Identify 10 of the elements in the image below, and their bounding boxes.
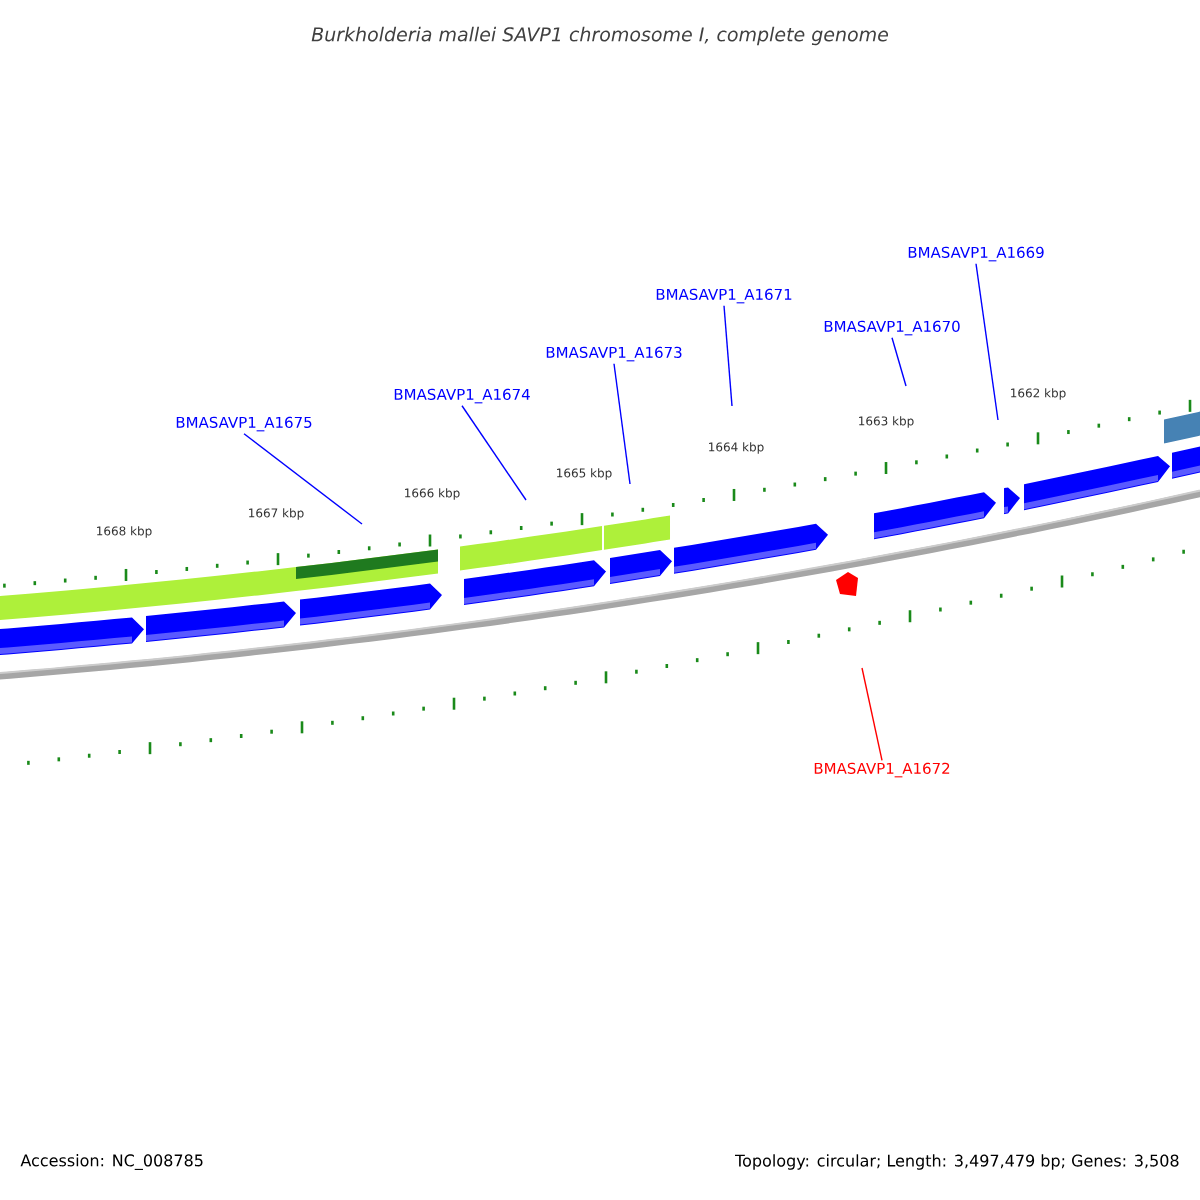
title: Burkholderia mallei SAVP1 chromosome I, complete genome bbox=[311, 26, 889, 46]
accession-text: Accession: NC_008785 bbox=[20, 1154, 203, 1170]
genome-info-text: Topology: circular; Length: 3,497,479 bp; Genes: 3,508 bbox=[735, 1154, 1179, 1170]
leader-line bbox=[243, 433, 363, 525]
leader-line bbox=[613, 363, 631, 485]
leader-line bbox=[461, 405, 527, 501]
leader-line bbox=[723, 305, 733, 407]
leader-line bbox=[861, 667, 883, 761]
leader-line bbox=[975, 263, 999, 421]
leader-line bbox=[891, 337, 907, 387]
